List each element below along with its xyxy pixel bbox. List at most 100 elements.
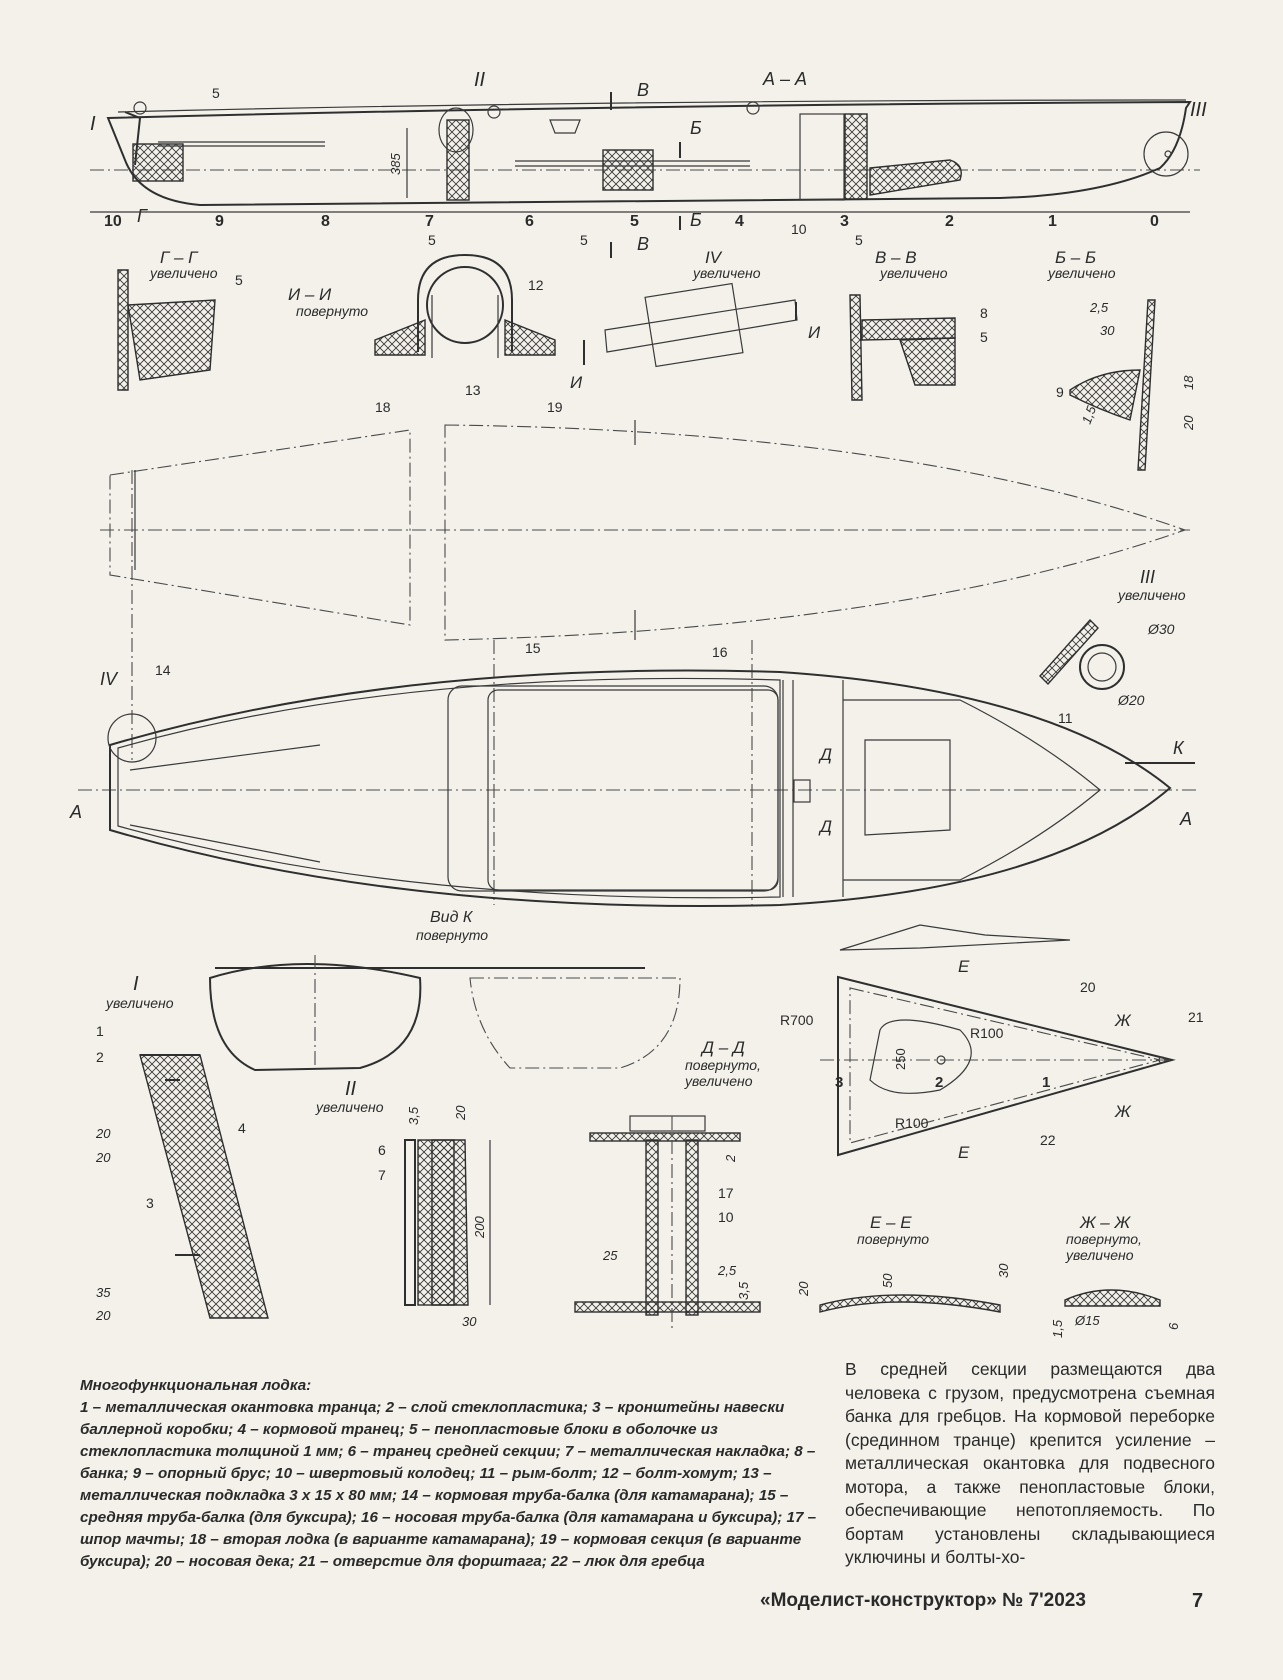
dim-2-5-a: 2,5: [1089, 300, 1109, 315]
callout-14: 14: [155, 662, 171, 678]
callout-6: 6: [378, 1142, 386, 1158]
section-zhzh: Ж – Ж повернуто, увеличено 1,5 Ø15 6: [1050, 1213, 1181, 1338]
gg-subtitle: увеличено: [149, 265, 218, 281]
callout-13: 13: [465, 382, 481, 398]
dd-subtitle-1: повернуто,: [685, 1057, 761, 1073]
bow-deck-plan: R700 R100 R100 250 3 2 1 20 21 22 Е Е Ж …: [780, 957, 1204, 1162]
ii-title: И – И: [288, 285, 332, 304]
dim-d15: Ø15: [1074, 1313, 1100, 1328]
bow-station-3: 3: [835, 1074, 843, 1091]
callout-18: 18: [375, 399, 391, 415]
dim-20-e: 20: [95, 1150, 111, 1165]
mark-k: К: [1173, 738, 1185, 758]
callout-8: 8: [980, 305, 988, 321]
callout-5-b: 5: [428, 232, 436, 248]
caption-text: 1 – металлическая окантовка транца; 2 – …: [80, 1399, 817, 1570]
callout-17: 17: [718, 1185, 734, 1201]
mark-e-top: Е: [958, 957, 970, 976]
vv-subtitle: увеличено: [879, 265, 948, 281]
bow-station-1: 1: [1042, 1074, 1050, 1091]
ee-title: Е – Е: [870, 1213, 912, 1232]
mark-a-right: А: [1179, 809, 1192, 829]
mark-e-bottom: Е: [958, 1143, 970, 1162]
mark-II: II: [474, 69, 486, 91]
station-9: 9: [215, 213, 224, 230]
gg-title: Г – Г: [160, 248, 199, 267]
station-1: 1: [1048, 213, 1057, 230]
section-iv: IV увеличено И И: [570, 248, 821, 392]
mark-zh-bottom: Ж: [1114, 1102, 1132, 1121]
dim-3-5-a: 3,5: [406, 1106, 421, 1125]
dim-r100-a: R100: [970, 1025, 1004, 1041]
iii-title: III: [1140, 567, 1155, 587]
dd-title: Д – Д: [700, 1038, 745, 1057]
dim-1-5-a: 1,5: [1079, 403, 1100, 426]
ii2-subtitle: увеличено: [315, 1099, 384, 1115]
mark-v-top: В: [637, 80, 649, 100]
ee-subtitle: повернуто: [857, 1231, 929, 1247]
dim-250: 250: [893, 1048, 908, 1070]
dim-30-c: 30: [462, 1314, 477, 1329]
section-ee: Е – Е повернуто 20 50 30: [796, 1213, 1011, 1313]
zhzh-subtitle-2: увеличено: [1065, 1247, 1134, 1263]
view-k: [208, 924, 1071, 1072]
plan-view: IV 14 15 16 А А К Д Д Вид К повернуто: [69, 470, 1200, 943]
callout-1: 1: [96, 1023, 104, 1039]
mark-g: Г: [137, 206, 148, 226]
dim-2: 2: [723, 1154, 738, 1163]
zhzh-title: Ж – Ж: [1079, 1213, 1131, 1232]
article-body-text: В средней секции размещаются два человек…: [845, 1359, 1215, 1567]
bb-title: Б – Б: [1055, 248, 1096, 267]
page-number: 7: [1192, 1590, 1204, 1612]
callout-5-a: 5: [212, 85, 220, 101]
callout-5-vv: 5: [980, 329, 988, 345]
magazine-footer: «Моделист-конструктор» № 7'2023: [760, 1590, 1086, 1611]
mark-a-left: А: [69, 802, 82, 822]
callout-20-deck: 20: [1080, 979, 1096, 995]
dim-1-5-b: 1,5: [1050, 1319, 1065, 1338]
iii-subtitle: увеличено: [1117, 587, 1186, 603]
dim-20-f: 20: [95, 1308, 111, 1323]
dim-d30: Ø30: [1147, 621, 1175, 637]
caption-title: Многофункциональная лодка:: [80, 1377, 312, 1394]
dim-r100-b: R100: [895, 1115, 929, 1131]
dd-subtitle-2: увеличено: [684, 1073, 753, 1089]
bow-station-2: 2: [935, 1074, 943, 1091]
callout-11: 11: [1058, 710, 1073, 726]
station-10: 10: [104, 213, 122, 230]
section-bb: Б – Б увеличено 2,5 30 18 20 1,5 9: [1047, 248, 1196, 471]
figure-caption: Многофункциональная лодка: 1 – металличе…: [80, 1375, 825, 1573]
dim-2-5-c: 2,5: [717, 1263, 737, 1278]
bb-subtitle: увеличено: [1047, 265, 1116, 281]
dim-35: 35: [96, 1285, 111, 1300]
mark-d-top: Д: [818, 745, 832, 764]
section-ii: И – И повернуто 12 13: [288, 253, 556, 398]
callout-10-b: 10: [718, 1209, 734, 1225]
dim-18: 18: [1181, 375, 1196, 390]
dim-6: 6: [1166, 1322, 1181, 1330]
iv-title: IV: [705, 248, 723, 267]
mark-d-bottom: Д: [818, 817, 832, 836]
dim-385: 385: [388, 153, 403, 175]
dim-d20: Ø20: [1117, 692, 1145, 708]
callout-7: 7: [378, 1167, 386, 1183]
callout-9: 9: [1056, 384, 1064, 400]
i-subtitle: увеличено: [105, 995, 174, 1011]
dim-30-d: 30: [996, 1263, 1011, 1278]
station-2: 2: [945, 213, 954, 230]
ii-subtitle: повернуто: [296, 303, 368, 319]
station-3: 3: [840, 213, 849, 230]
callout-22: 22: [1040, 1132, 1056, 1148]
callout-5-c: 5: [580, 232, 588, 248]
zhzh-subtitle-1: повернуто,: [1066, 1231, 1142, 1247]
dim-20-c: 20: [453, 1105, 468, 1121]
callout-5-gg: 5: [235, 272, 243, 288]
mark-b-bottom: Б: [690, 210, 702, 230]
dim-3-5-c: 3,5: [736, 1281, 751, 1300]
iv-subtitle: увеличено: [692, 265, 761, 281]
dim-200: 200: [472, 1216, 487, 1239]
technical-drawing: А – А 385 В В Б Б Г I II III: [69, 69, 1207, 1338]
callout-10-a: 10: [791, 221, 807, 237]
dim-30-a: 30: [1100, 323, 1115, 338]
dim-25: 25: [602, 1248, 618, 1263]
